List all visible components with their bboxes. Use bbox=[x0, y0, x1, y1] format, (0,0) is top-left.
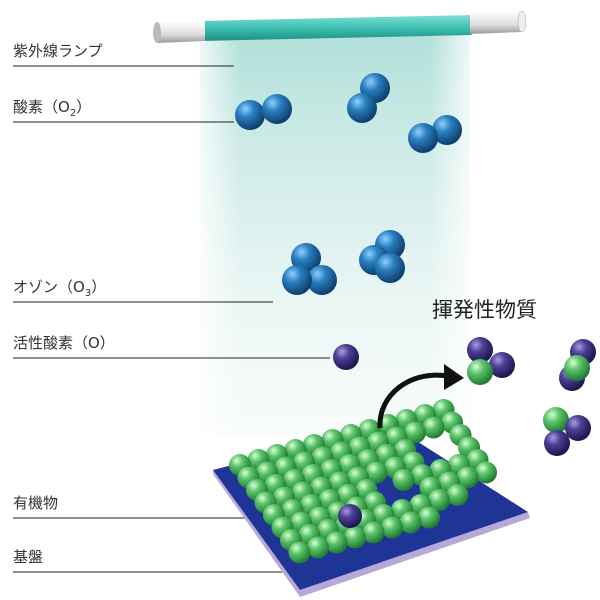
volatile-molecule-atom bbox=[543, 407, 569, 433]
organic-molecule bbox=[418, 506, 440, 529]
volatile-molecule-atom bbox=[467, 337, 493, 363]
organic-molecule bbox=[475, 461, 497, 484]
organic-molecule bbox=[392, 469, 415, 491]
organic-molecule bbox=[446, 484, 469, 506]
volatile-molecule-atom bbox=[489, 352, 515, 378]
oxygen-molecule-atom bbox=[262, 94, 292, 124]
ozone-molecule-atom bbox=[282, 265, 312, 295]
uv-lamp bbox=[153, 10, 527, 43]
label-oxygen-sub: 2 bbox=[69, 108, 77, 119]
active-oxygen-atom bbox=[333, 344, 359, 370]
label-organic: 有機物 bbox=[13, 494, 59, 512]
label-ozone-end: ） bbox=[91, 278, 107, 296]
organic-molecule bbox=[288, 541, 311, 564]
arrow-head-icon bbox=[444, 364, 464, 390]
organic-molecule bbox=[365, 461, 388, 484]
active-oxygen-on-surface bbox=[338, 504, 362, 528]
label-oxygen-end: ） bbox=[76, 98, 92, 116]
volatile-molecule-atom bbox=[467, 359, 493, 385]
organic-layer bbox=[229, 399, 497, 564]
organic-molecule bbox=[404, 421, 426, 444]
label-ozone-sub: 3 bbox=[84, 288, 92, 299]
organic-molecule bbox=[362, 521, 385, 544]
substrate-edge bbox=[213, 470, 530, 597]
lamp-cap-right-end bbox=[517, 10, 527, 33]
label-ozone: オゾン（O3） bbox=[13, 276, 106, 299]
oxygen-molecule-atom bbox=[235, 100, 265, 130]
label-ozone-text: オゾン（O bbox=[13, 278, 85, 296]
lamp-cap-right bbox=[470, 11, 522, 34]
oxygen-molecule-atom bbox=[432, 115, 462, 145]
volatile-molecule-atom bbox=[564, 355, 590, 381]
organic-molecule bbox=[456, 466, 479, 489]
volatile-molecule-atom bbox=[565, 415, 591, 441]
lamp-cap-left-end bbox=[153, 22, 161, 43]
label-volatile: 揮発性物質 bbox=[432, 298, 537, 322]
oxygen-molecule-atom bbox=[408, 123, 438, 153]
organic-molecule bbox=[428, 489, 450, 511]
organic-molecule bbox=[422, 416, 445, 439]
label-uv-lamp: 紫外線ランプ bbox=[13, 42, 103, 60]
organic-molecule bbox=[307, 536, 329, 559]
label-leader-lines bbox=[13, 65, 330, 573]
label-oxygen: 酸素（O2） bbox=[13, 96, 91, 119]
organic-molecule bbox=[399, 511, 422, 534]
volatilize-arrow bbox=[377, 372, 449, 429]
volatile-molecule-atom bbox=[544, 430, 570, 456]
organic-molecule bbox=[381, 516, 403, 539]
molecules bbox=[235, 73, 596, 456]
lamp-cap-left bbox=[157, 21, 205, 43]
organic-molecule bbox=[325, 531, 348, 554]
label-oxygen-text: 酸素（O bbox=[13, 98, 70, 116]
ozone-molecule-atom bbox=[307, 265, 337, 295]
ozone-molecule-atom bbox=[375, 253, 405, 283]
label-substrate: 基盤 bbox=[13, 548, 44, 566]
label-active-oxygen: 活性酸素（O） bbox=[13, 334, 115, 352]
lamp-tube bbox=[200, 15, 472, 41]
oxygen-molecule-atom bbox=[347, 93, 377, 123]
organic-molecule bbox=[344, 526, 366, 549]
